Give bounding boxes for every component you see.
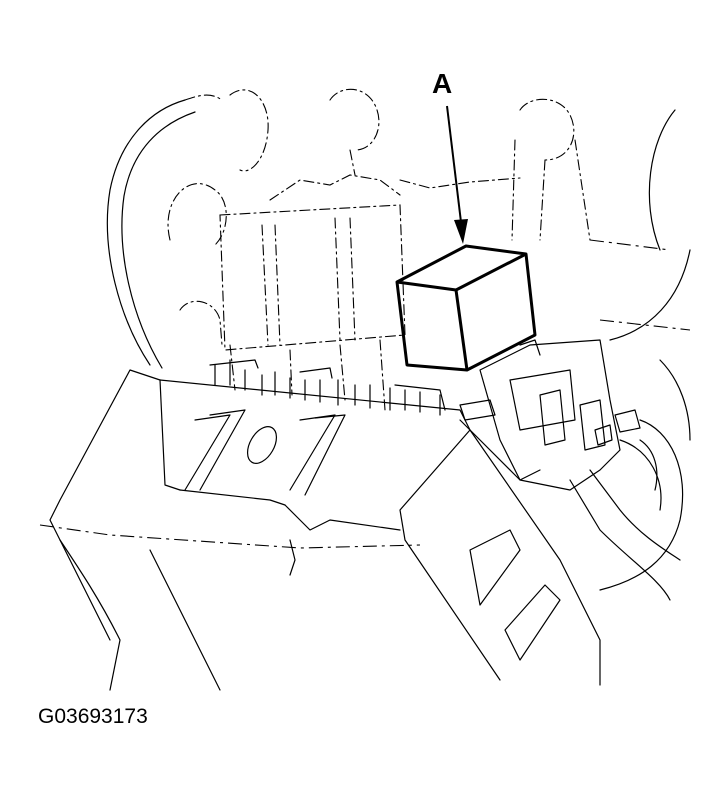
connector-teeth — [209, 359, 446, 416]
cable-loop-left — [106, 94, 223, 369]
pointer-arrow-icon — [446, 105, 468, 244]
right-cables — [599, 109, 691, 591]
wire-connector — [459, 339, 681, 601]
callout-label-a: A — [432, 68, 453, 99]
fuse-box-housing — [39, 369, 601, 691]
relay-block — [219, 204, 406, 411]
mounting-bracket — [167, 88, 691, 346]
figure-id: G03693173 — [38, 705, 148, 728]
relay-icon — [395, 244, 537, 372]
